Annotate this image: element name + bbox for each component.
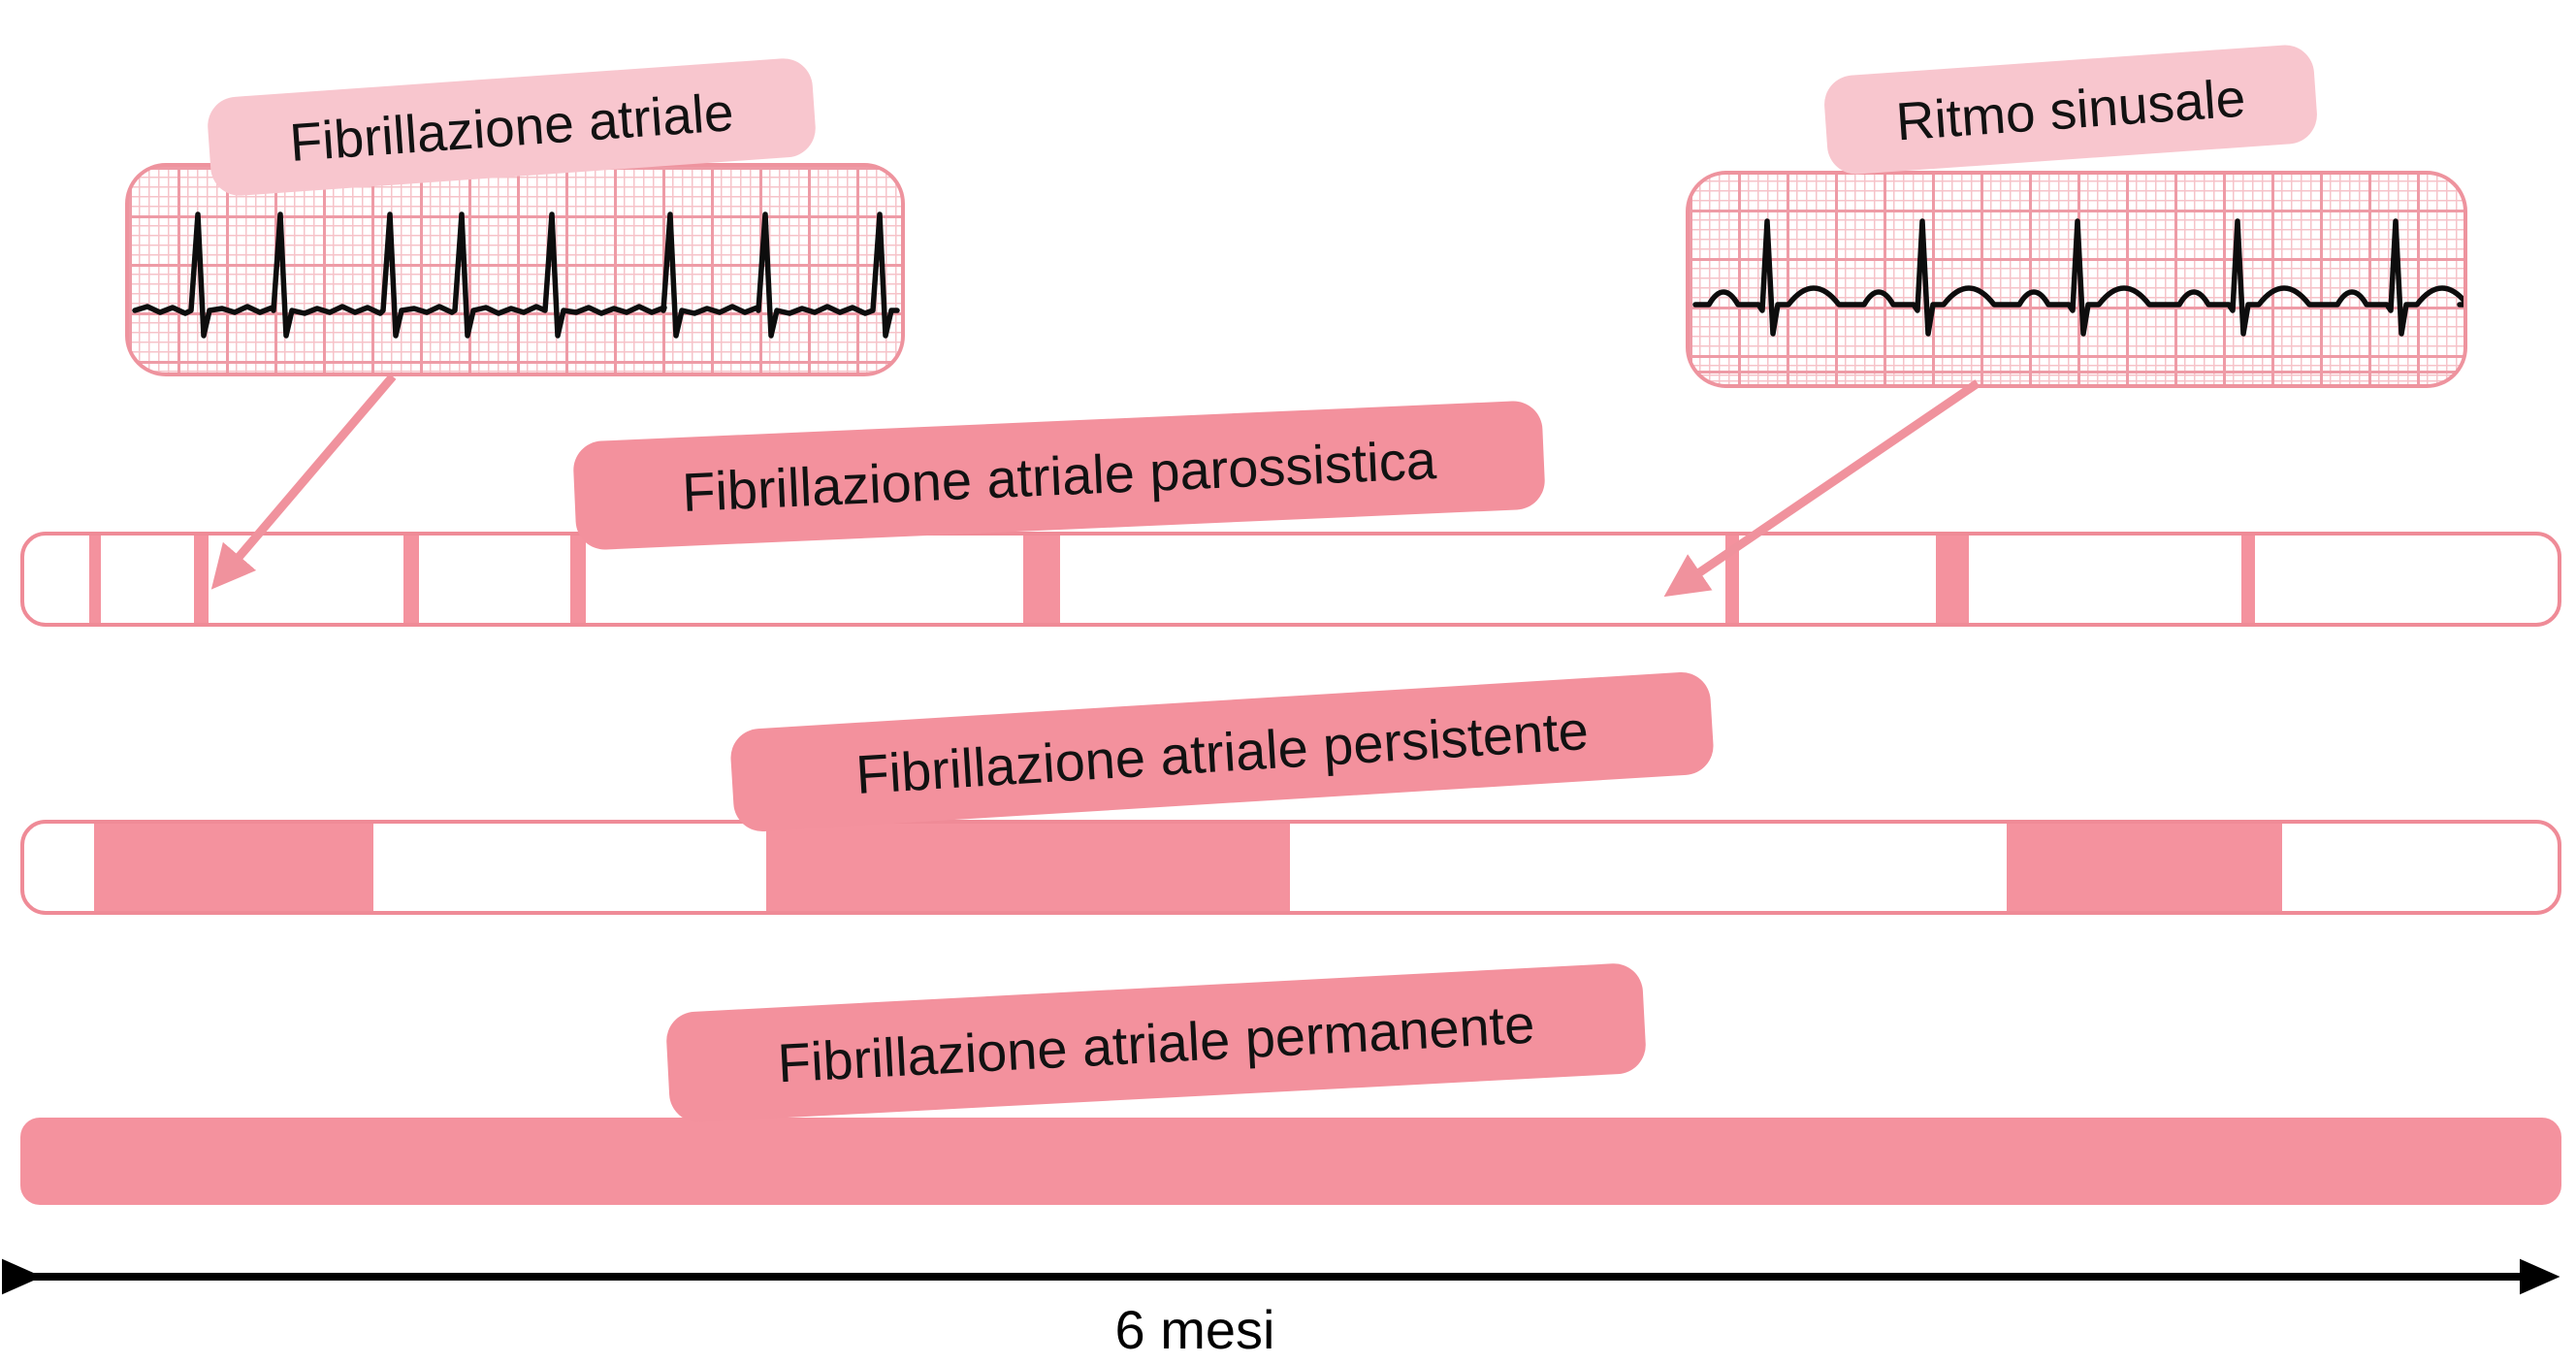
af-episode <box>570 536 586 623</box>
six-month-label: 6 mesi <box>1114 1299 1275 1360</box>
af-episode <box>766 824 1290 911</box>
label-fa-permanente-text: Fibrillazione atriale permanente <box>776 992 1536 1093</box>
label-fa-persistente: Fibrillazione atriale persistente <box>728 670 1716 833</box>
af-episode <box>2007 824 2282 911</box>
ecg-trace-sinus-waveform <box>1692 218 2463 337</box>
ecg-strip-sinus <box>1686 171 2467 388</box>
label-ritmo-sinusale-text: Ritmo sinusale <box>1893 67 2248 152</box>
af-episode <box>194 536 209 623</box>
timeline-bar-persistente <box>20 820 2561 915</box>
af-episode <box>1023 536 1060 623</box>
af-episode <box>89 536 101 623</box>
ecg-strip-afib <box>125 163 905 376</box>
af-episode <box>1725 536 1739 623</box>
label-fa-persistente-text: Fibrillazione atriale persistente <box>853 698 1591 805</box>
timeline-bar-parossistica <box>20 532 2561 627</box>
label-fibrillazione-atriale-text: Fibrillazione atriale <box>287 81 736 173</box>
af-episode <box>94 824 373 911</box>
label-fa-permanente: Fibrillazione atriale permanente <box>664 961 1648 1124</box>
af-episode <box>1936 536 1969 623</box>
ecg-trace-afib-waveform <box>132 211 900 339</box>
label-ritmo-sinusale: Ritmo sinusale <box>1822 43 2319 177</box>
af-episode <box>2241 536 2255 623</box>
timeline-bar-permanente <box>20 1118 2561 1205</box>
af-episode <box>403 536 419 623</box>
label-fa-parossistica: Fibrillazione atriale parossistica <box>572 400 1546 551</box>
label-fa-parossistica-text: Fibrillazione atriale parossistica <box>680 428 1438 523</box>
